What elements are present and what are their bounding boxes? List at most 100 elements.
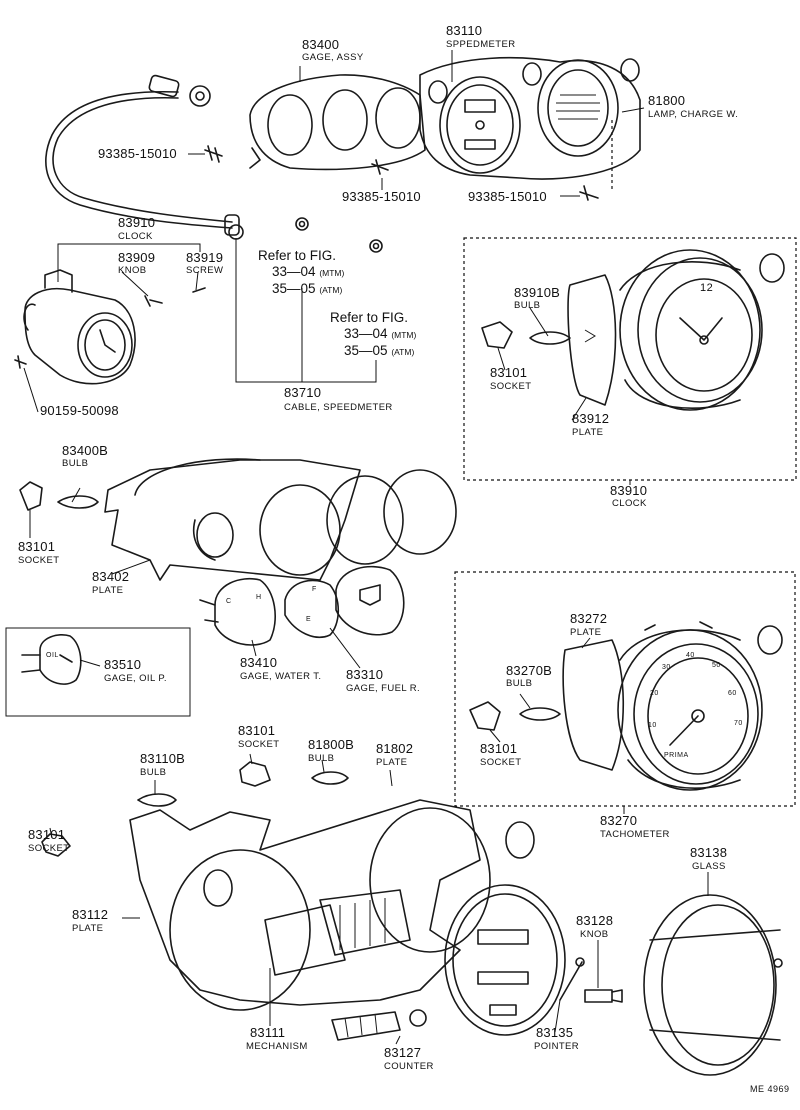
label-83910-clock: 83910 [118,215,156,230]
label-83112: 83112 [72,907,109,922]
speedometer-assy-art [419,56,641,180]
label-83270: 83270 [600,813,638,828]
name-speedo-socket-left: SOCKET [28,843,70,854]
name-screw-clock: SCREW [186,265,224,276]
label-83710: 83710 [284,385,322,400]
label-83110: 83110 [446,23,483,38]
label-83912: 83912 [572,411,610,426]
name-gage-assy: GAGE, ASSY [302,52,364,63]
label-83400: 83400 [302,37,340,52]
label-81800: 81800 [648,93,686,108]
name-counter: COUNTER [384,1061,434,1072]
tachometer-detail-box [454,571,796,807]
label-83270B: 83270B [506,663,553,678]
label-83101-speedo-top: 83101 [238,723,276,738]
label-83128: 83128 [576,913,614,928]
name-speedometer: SPPEDMETER [446,39,516,50]
gage-plate-art [19,458,457,581]
label-83101-gage: 83101 [18,539,56,554]
name-speedo-plate: PLATE [72,923,104,934]
label-93385-right: 93385-15010 [468,189,547,204]
reference-2-line1: 33—04 (MTM) [344,326,417,341]
name-charge-bulb: BULB [308,753,335,764]
name-clock-plate: PLATE [572,427,604,438]
clock-small-art [14,269,206,385]
label-83510: 83510 [104,657,142,672]
name-gage-oil: GAGE, OIL P. [104,673,167,684]
speedometer-cable-art [45,74,244,240]
label-93385-left: 93385-15010 [98,146,177,161]
label-90159: 90159-50098 [40,403,119,418]
reference-2-title: Refer to FIG. [330,310,409,325]
name-gage-bulb: BULB [62,458,89,469]
tach-dial-tick-20: 20 [650,690,659,697]
name-charge-plate: PLATE [376,757,408,768]
tach-dial-tick-30: 30 [662,664,671,671]
tach-dial-brand: PRIMA [664,752,689,759]
leader-lines [23,50,709,1045]
reference-1-line2: 35—05 (ATM) [272,281,343,296]
name-gage-fuel: GAGE, FUEL R. [346,683,421,694]
label-93385-mid: 93385-15010 [342,189,421,204]
tach-dial-tick-60: 60 [728,690,737,697]
fuel-dial-e: E [306,616,312,623]
clock-dial-twelve: 12 [700,282,714,294]
name-clock-bulb: BULB [514,300,541,311]
label-81802: 81802 [376,741,414,756]
name-tach-plate: PLATE [570,627,602,638]
speedometer-exploded-art [41,761,783,1076]
name-glass: GLASS [692,861,726,872]
label-83910B: 83910B [514,285,561,300]
clock-detail-box [463,237,797,481]
tach-dial-tick-40: 40 [686,652,695,659]
water-dial-c: C [226,598,232,605]
clock-detail-art [481,249,785,411]
reference-2-line2: 35—05 (ATM) [344,343,415,358]
small-gages-art [199,565,405,646]
name-tach-bulb: BULB [506,678,533,689]
label-83909: 83909 [118,250,156,265]
tach-dial-tick-10: 10 [648,722,657,729]
label-83138: 83138 [690,845,728,860]
label-83127: 83127 [384,1045,422,1060]
oil-dial-label: OIL [46,652,59,659]
tach-dial-tick-70: 70 [734,720,743,727]
label-83135: 83135 [536,1025,574,1040]
label-83410: 83410 [240,655,278,670]
screws-top-art [204,120,613,201]
name-gage-socket: SOCKET [18,555,60,566]
label-83110B: 83110B [140,751,186,766]
label-83272: 83272 [570,611,608,626]
label-83101-speedo-left: 83101 [28,827,66,842]
name-knob-speedo: KNOB [580,929,609,940]
name-knob-clock: KNOB [118,265,147,276]
reference-1: Refer to FIG. 33—04 (MTM) 35—05 (ATM) [258,248,344,298]
name-speedo-socket-top: SOCKET [238,739,280,750]
label-83111: 83111 [250,1025,286,1040]
label-83310: 83310 [346,667,384,682]
name-cable-speedometer: CABLE, SPEEDMETER [284,402,393,413]
reference-2: Refer to FIG. 33—04 (MTM) 35—05 (ATM) [330,310,416,360]
label-83910-detail: 83910 [610,483,648,498]
label-83101-clock: 83101 [490,365,528,380]
label-83402: 83402 [92,569,130,584]
name-gage-plate: PLATE [92,585,124,596]
label-83919: 83919 [186,250,224,265]
diagram-code: ME 4969 [750,1084,790,1094]
name-clock-detail: CLOCK [612,498,647,509]
name-mechanism: MECHANISM [246,1041,308,1052]
name-clock-socket: SOCKET [490,381,532,392]
label-83101-tach: 83101 [480,741,518,756]
name-tach-socket: SOCKET [480,757,522,768]
oil-gage-box [5,627,191,717]
oil-gage-art [21,634,82,685]
name-pointer: POINTER [534,1041,580,1052]
tachometer-detail-art [469,621,783,791]
name-clock-group: CLOCK [118,231,153,242]
name-gage-water: GAGE, WATER T. [240,671,322,682]
gage-assy-art [249,74,426,171]
label-83400B: 83400B [62,443,109,458]
water-dial-h: H [256,594,262,601]
name-lamp-charge: LAMP, CHARGE W. [648,109,739,120]
